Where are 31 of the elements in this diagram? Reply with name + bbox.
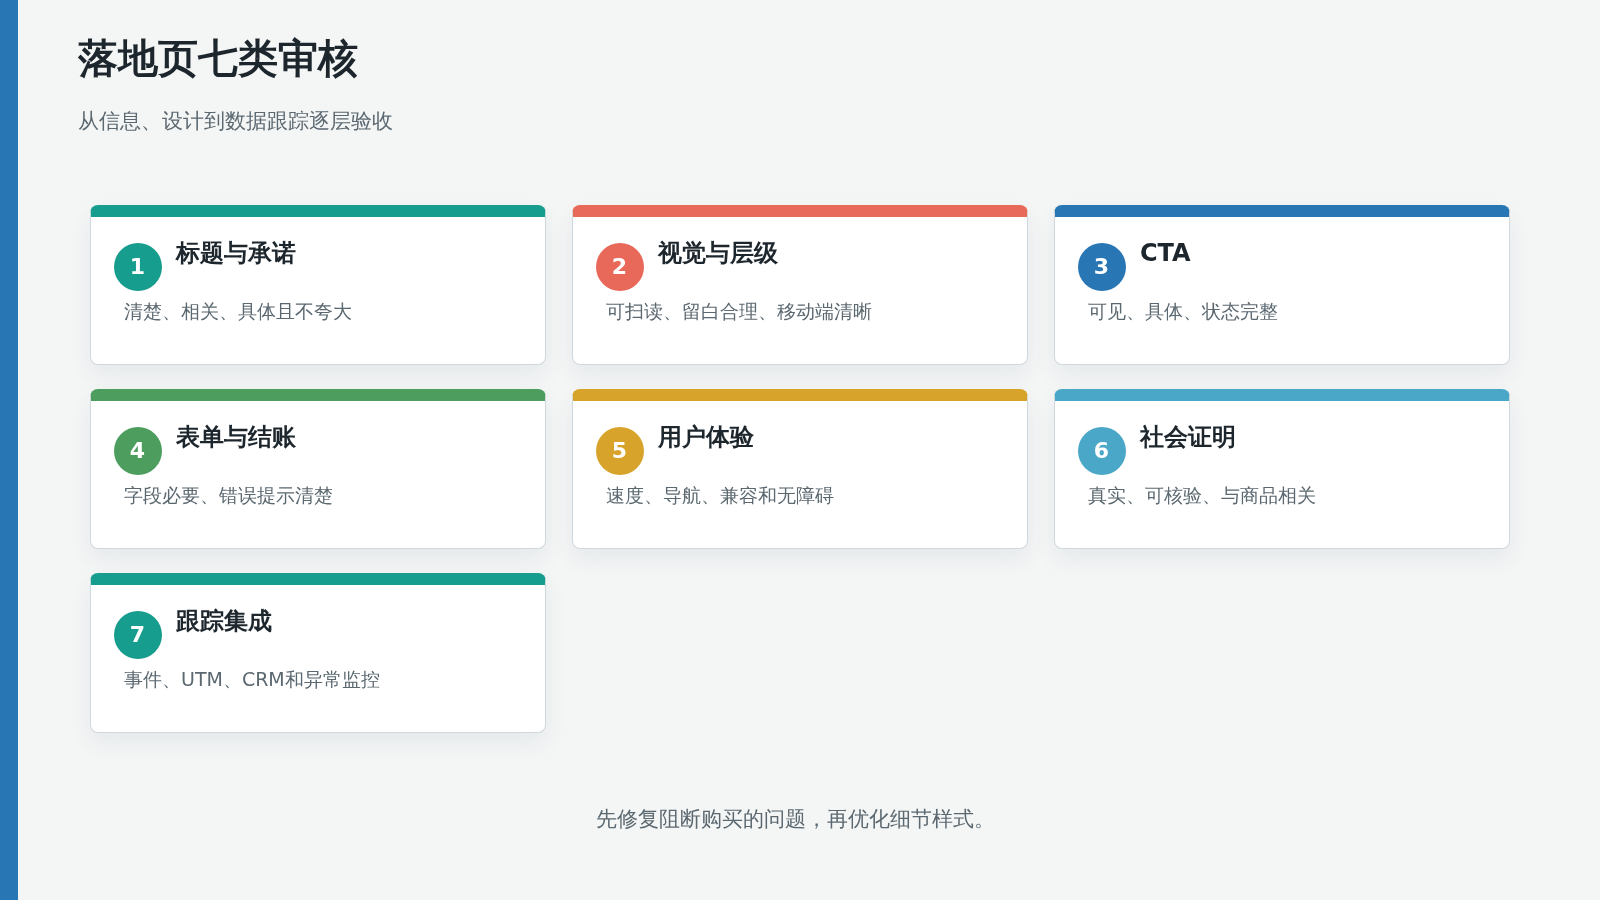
number-badge: 3 [1077,243,1126,291]
card [1054,205,1510,365]
card-heading: 表单与结账 [176,423,296,452]
card-description: 清楚、相关、具体且不夸大 [124,299,352,324]
card-description: 可见、具体、状态完整 [1088,299,1278,324]
number-badge: 6 [1077,427,1126,475]
card [90,389,546,549]
card [572,205,1028,365]
card-description: 速度、导航、兼容和无障碍 [606,483,834,508]
card [90,205,546,365]
card-description: 事件、UTM、CRM和异常监控 [124,667,380,692]
number-badge: 1 [113,243,162,291]
number-badge: 7 [113,611,162,659]
card-heading: 用户体验 [658,423,754,452]
card-description: 可扫读、留白合理、移动端清晰 [606,299,872,324]
card-description: 真实、可核验、与商品相关 [1088,483,1316,508]
number-badge: 2 [595,243,644,291]
card [90,573,546,733]
card-description: 字段必要、错误提示清楚 [124,483,333,508]
number-badge: 5 [595,427,644,475]
card [1054,389,1510,549]
footer-note: 先修复阻断购买的问题，再优化细节样式。 [595,806,995,833]
card-heading: 视觉与层级 [658,239,778,268]
card [572,389,1028,549]
card-heading: 跟踪集成 [176,607,272,636]
title: 落地页七类审核 [78,34,358,82]
subtitle: 从信息、设计到数据跟踪逐层验收 [78,108,393,135]
card-heading: 社会证明 [1140,423,1236,452]
number-badge: 4 [113,427,162,475]
card-heading: CTA [1140,239,1191,268]
card-heading: 标题与承诺 [176,239,296,268]
